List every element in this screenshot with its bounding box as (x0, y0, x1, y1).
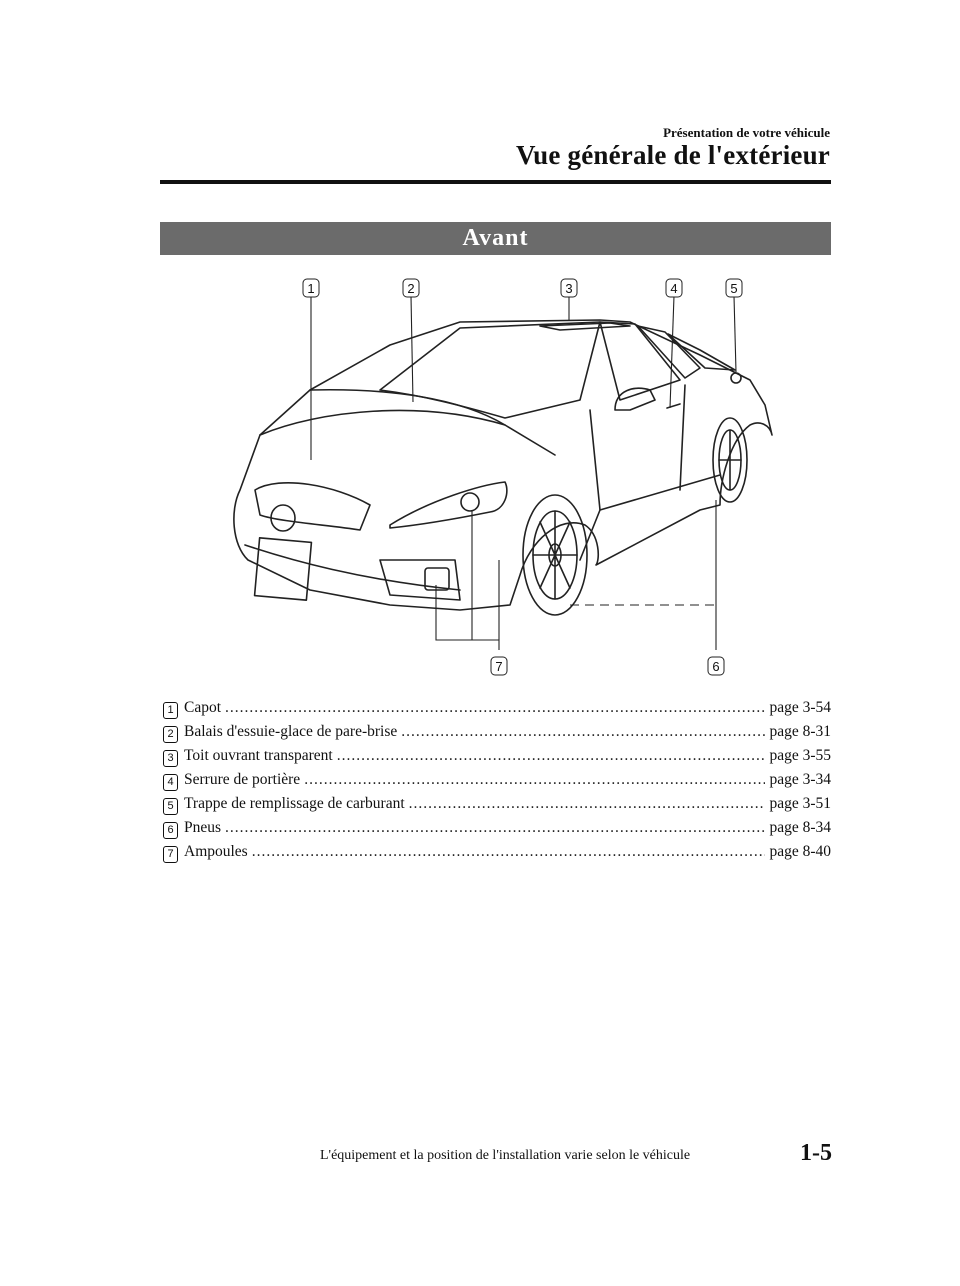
item-page-ref: page 8-34 (769, 819, 831, 836)
item-number: 5 (163, 798, 178, 815)
dot-leader (409, 795, 766, 813)
component-index: 1 Capot page 3-54 2 Balais d'essuie-glac… (163, 699, 831, 867)
callout-6: 6 (707, 656, 725, 676)
callout-3: 3 (560, 278, 578, 298)
car-front-illustration: 1 2 3 4 5 6 7 (233, 278, 773, 676)
page-title: Vue générale de l'extérieur (515, 140, 830, 170)
item-number: 7 (163, 846, 178, 863)
page-number: 1-5 (800, 1140, 832, 1166)
chapter-subtitle: Présentation de votre véhicule (663, 125, 830, 140)
dot-leader (225, 699, 765, 717)
door-handle (666, 403, 681, 409)
item-page-ref: page 3-55 (769, 747, 831, 764)
svg-text:4: 4 (670, 281, 677, 296)
callout-5: 5 (725, 278, 743, 298)
item-number: 6 (163, 822, 178, 839)
svg-text:7: 7 (495, 659, 502, 674)
windshield (379, 321, 601, 419)
item-label: Ampoules (184, 843, 248, 860)
callout-1: 1 (302, 278, 320, 298)
index-item-tires: 6 Pneus page 8-34 (163, 819, 831, 843)
item-number: 4 (163, 774, 178, 791)
front-wheel (522, 494, 588, 616)
license-plate (253, 537, 313, 601)
index-item-wipers: 2 Balais d'essuie-glace de pare-brise pa… (163, 723, 831, 747)
section-heading: Avant (160, 222, 831, 255)
item-label: Trappe de remplissage de carburant (184, 795, 405, 812)
index-item-capot: 1 Capot page 3-54 (163, 699, 831, 723)
svg-text:1: 1 (307, 281, 314, 296)
dot-leader (337, 747, 766, 765)
fuel-door (730, 372, 742, 384)
footer-note: L'équipement et la position de l'install… (320, 1148, 691, 1163)
item-label: Capot (184, 699, 222, 716)
item-page-ref: page 8-31 (769, 723, 831, 740)
item-label: Balais d'essuie-glace de pare-brise (184, 723, 398, 740)
svg-text:5: 5 (730, 281, 737, 296)
item-number: 2 (163, 726, 178, 743)
item-number: 3 (163, 750, 178, 767)
item-page-ref: page 3-54 (769, 699, 831, 716)
item-number: 1 (163, 702, 178, 719)
index-item-sunroof: 3 Toit ouvrant transparent page 3-55 (163, 747, 831, 771)
emblem (270, 504, 296, 532)
front-grille (254, 481, 371, 531)
dot-leader (401, 723, 765, 741)
item-page-ref: page 3-34 (769, 771, 831, 788)
item-label: Pneus (184, 819, 222, 836)
header-divider (160, 180, 831, 184)
svg-text:6: 6 (712, 659, 719, 674)
callout-4: 4 (665, 278, 683, 298)
callout-7: 7 (490, 656, 508, 676)
dot-leader (304, 771, 765, 789)
side-mirror (614, 387, 656, 411)
dot-leader (252, 843, 766, 861)
callout-2: 2 (402, 278, 420, 298)
svg-text:3: 3 (565, 281, 572, 296)
sunroof (539, 322, 631, 331)
index-item-door-lock: 4 Serrure de portière page 3-34 (163, 771, 831, 795)
rear-wheel (712, 417, 748, 503)
item-label: Serrure de portière (184, 771, 301, 788)
index-item-bulbs: 7 Ampoules page 8-40 (163, 843, 831, 867)
index-item-fuel-door: 5 Trappe de remplissage de carburant pag… (163, 795, 831, 819)
svg-text:2: 2 (407, 281, 414, 296)
item-page-ref: page 8-40 (769, 843, 831, 860)
car-body-outline (233, 319, 773, 611)
headlight (389, 481, 508, 529)
dot-leader (225, 819, 765, 837)
item-page-ref: page 3-51 (769, 795, 831, 812)
item-label: Toit ouvrant transparent (184, 747, 333, 764)
